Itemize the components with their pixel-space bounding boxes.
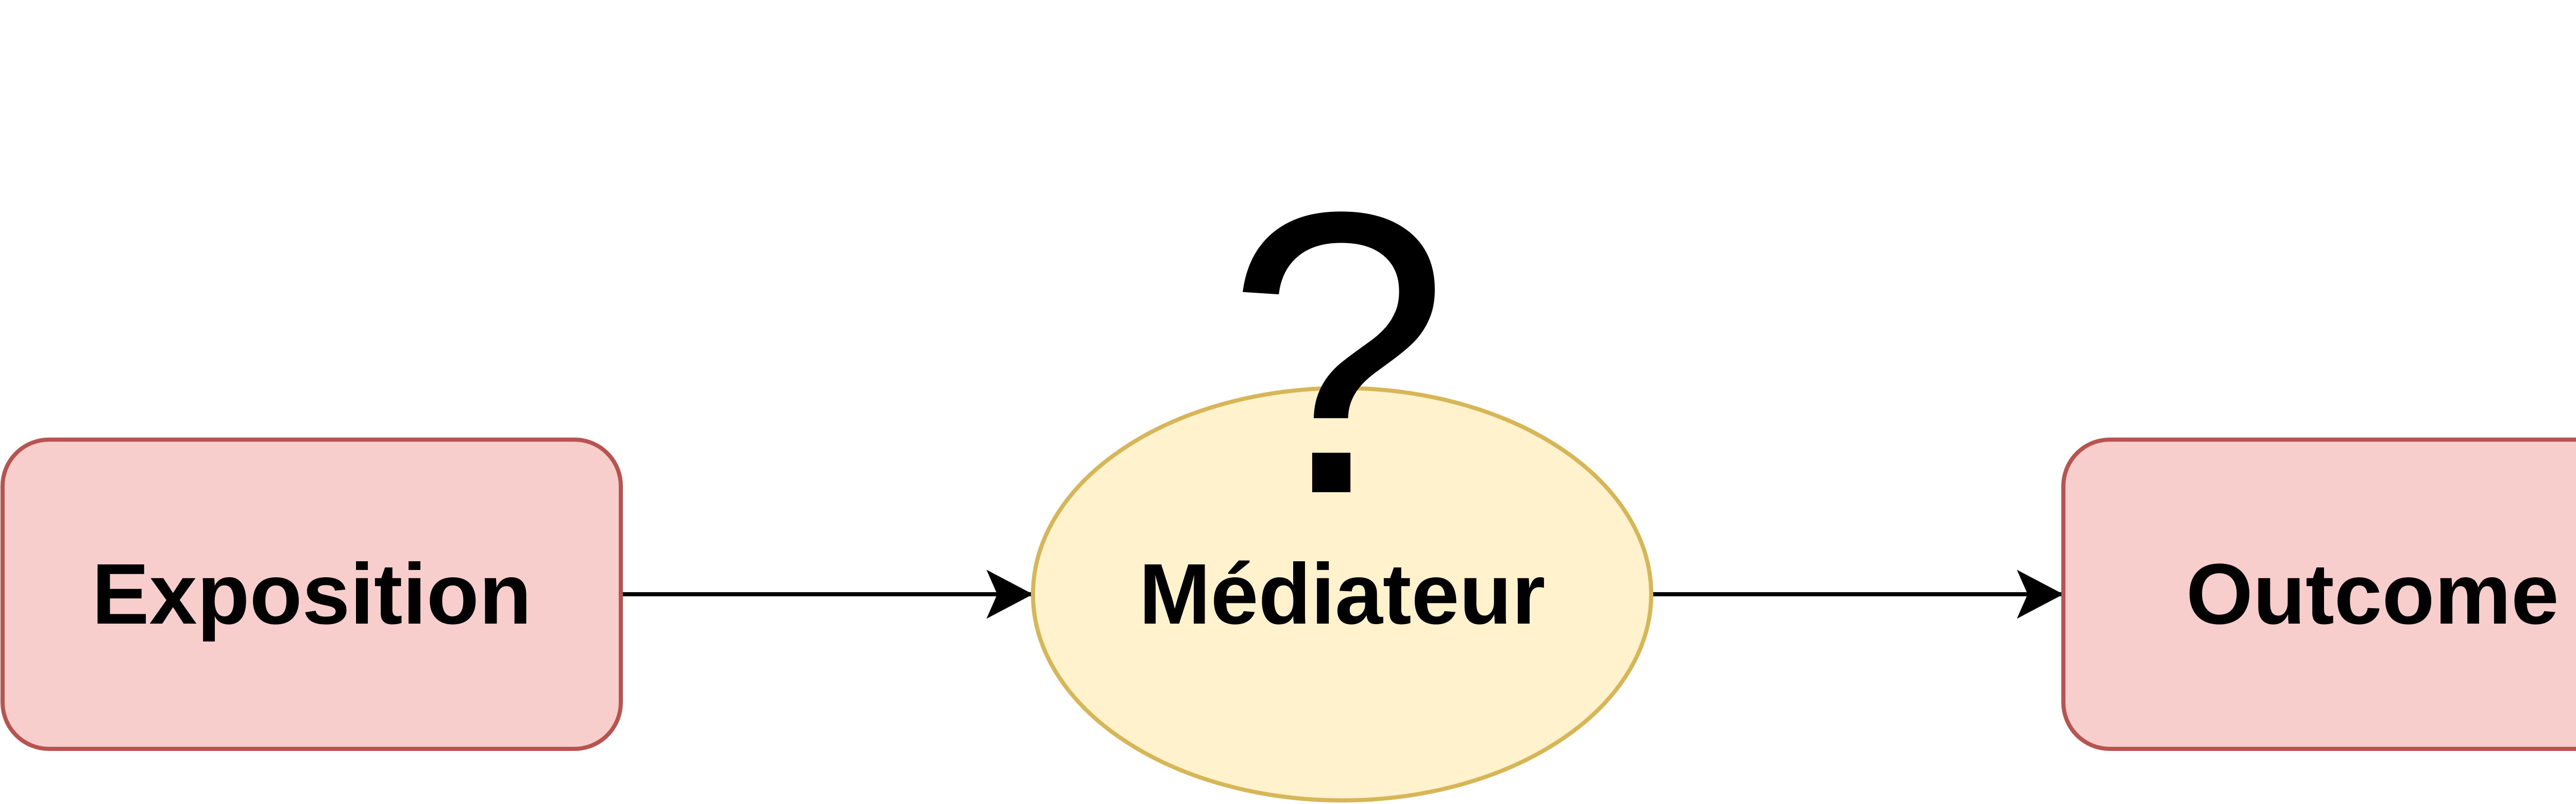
exposure-label: Exposition [92,546,532,642]
outcome-box [2061,438,2576,751]
outcome-label: Outcome [2186,546,2559,642]
exposure-box [1,438,623,751]
mediator-node[interactable]: Médiateur [1031,386,1653,802]
outcome-node[interactable]: Outcome [2061,438,2576,751]
mediator-label: Médiateur [1139,546,1546,642]
exposure-node[interactable]: Exposition [1,438,623,751]
question-mark-annotation: ? [1226,129,1450,578]
mediator-ellipse [1031,386,1653,802]
